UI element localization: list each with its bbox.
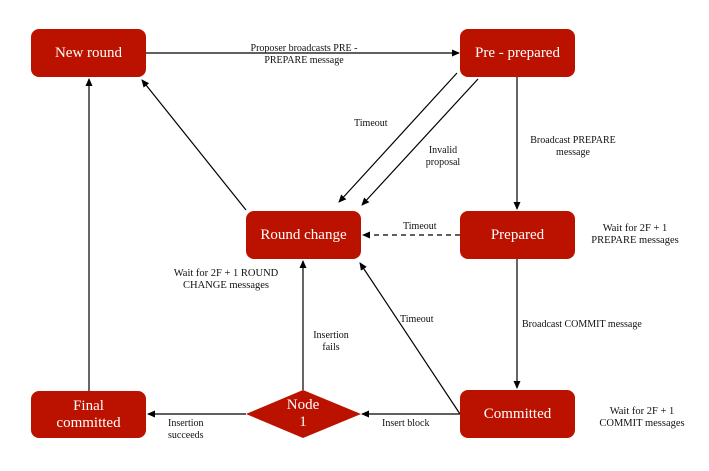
label-proposer-line2: PREPARE message: [264, 55, 344, 66]
annotation-wait-commit-line1: Wait for 2F + 1: [609, 406, 675, 417]
state-pre-prepared[interactable]: Pre - prepared: [460, 29, 575, 77]
state-new-round-label: New round: [54, 44, 123, 61]
state-final-committed-label-2: committed: [56, 414, 121, 431]
annotation-wait-round-line1: Wait for 2F + 1 ROUND: [173, 268, 279, 279]
node-1-label-1: Node: [286, 397, 320, 413]
annotation-wait-commit: Wait for 2F + 1 COMMIT messages: [587, 406, 697, 430]
state-final-committed[interactable]: Final committed: [31, 391, 146, 438]
state-round-change-label: Round change: [260, 226, 347, 243]
label-proposer-broadcasts: Proposer broadcasts PRE - PREPARE messag…: [224, 43, 384, 67]
label-broadcast-prepare-line1: Broadcast PREPARE: [530, 135, 616, 146]
label-insert-block: Insert block: [382, 418, 430, 429]
state-committed-label: Committed: [483, 405, 552, 422]
label-broadcast-prepare-line2: message: [556, 147, 590, 158]
label-insertion-fails-line2: fails: [322, 342, 340, 353]
edge-preprepared-invalid: [361, 78, 479, 206]
edge-committed-timeout: [359, 262, 461, 415]
state-pre-prepared-label: Pre - prepared: [475, 44, 560, 61]
label-insertion-fails-line1: Insertion: [313, 330, 349, 341]
label-timeout-committed: Timeout: [400, 314, 434, 325]
label-timeout-prepared: Timeout: [403, 221, 437, 232]
label-invalid-proposal: Invalid proposal: [418, 145, 468, 169]
annotation-wait-prepare-line2: PREPARE messages: [591, 235, 679, 246]
label-insertion-fails: Insertion fails: [310, 330, 352, 354]
state-round-change[interactable]: Round change: [246, 211, 361, 259]
label-insertion-succeeds: Insertion succeeds: [168, 418, 204, 442]
label-proposer-line1: Proposer broadcasts PRE -: [250, 43, 358, 54]
state-prepared[interactable]: Prepared: [460, 211, 575, 259]
annotation-wait-prepare: Wait for 2F + 1 PREPARE messages: [585, 223, 685, 247]
node-1-label-2: 1: [299, 414, 307, 430]
node-1-diamond[interactable]: [246, 390, 361, 438]
label-insertion-succeeds-line2: succeeds: [168, 430, 204, 441]
annotation-wait-round-change: Wait for 2F + 1 ROUND CHANGE messages: [166, 268, 286, 292]
label-timeout-preprepared: Timeout: [354, 118, 388, 129]
node-1-label: Node 1: [273, 397, 333, 431]
state-final-committed-label-1: Final: [73, 397, 104, 414]
edge-roundchange-to-newround: [141, 79, 247, 211]
edge-preprepared-timeout: [338, 72, 458, 203]
state-prepared-label: Prepared: [490, 226, 545, 243]
label-invalid-line2: proposal: [425, 157, 461, 168]
label-invalid-line1: Invalid: [428, 145, 458, 156]
state-committed[interactable]: Committed: [460, 390, 575, 438]
label-broadcast-prepare: Broadcast PREPARE message: [523, 135, 623, 159]
annotation-wait-prepare-line1: Wait for 2F + 1: [602, 223, 668, 234]
label-broadcast-commit: Broadcast COMMIT message: [522, 319, 642, 330]
state-new-round[interactable]: New round: [31, 29, 146, 77]
label-insertion-succeeds-line1: Insertion: [168, 418, 204, 429]
annotation-wait-commit-line2: COMMIT messages: [599, 418, 685, 429]
annotation-wait-round-line2: CHANGE messages: [182, 280, 270, 291]
